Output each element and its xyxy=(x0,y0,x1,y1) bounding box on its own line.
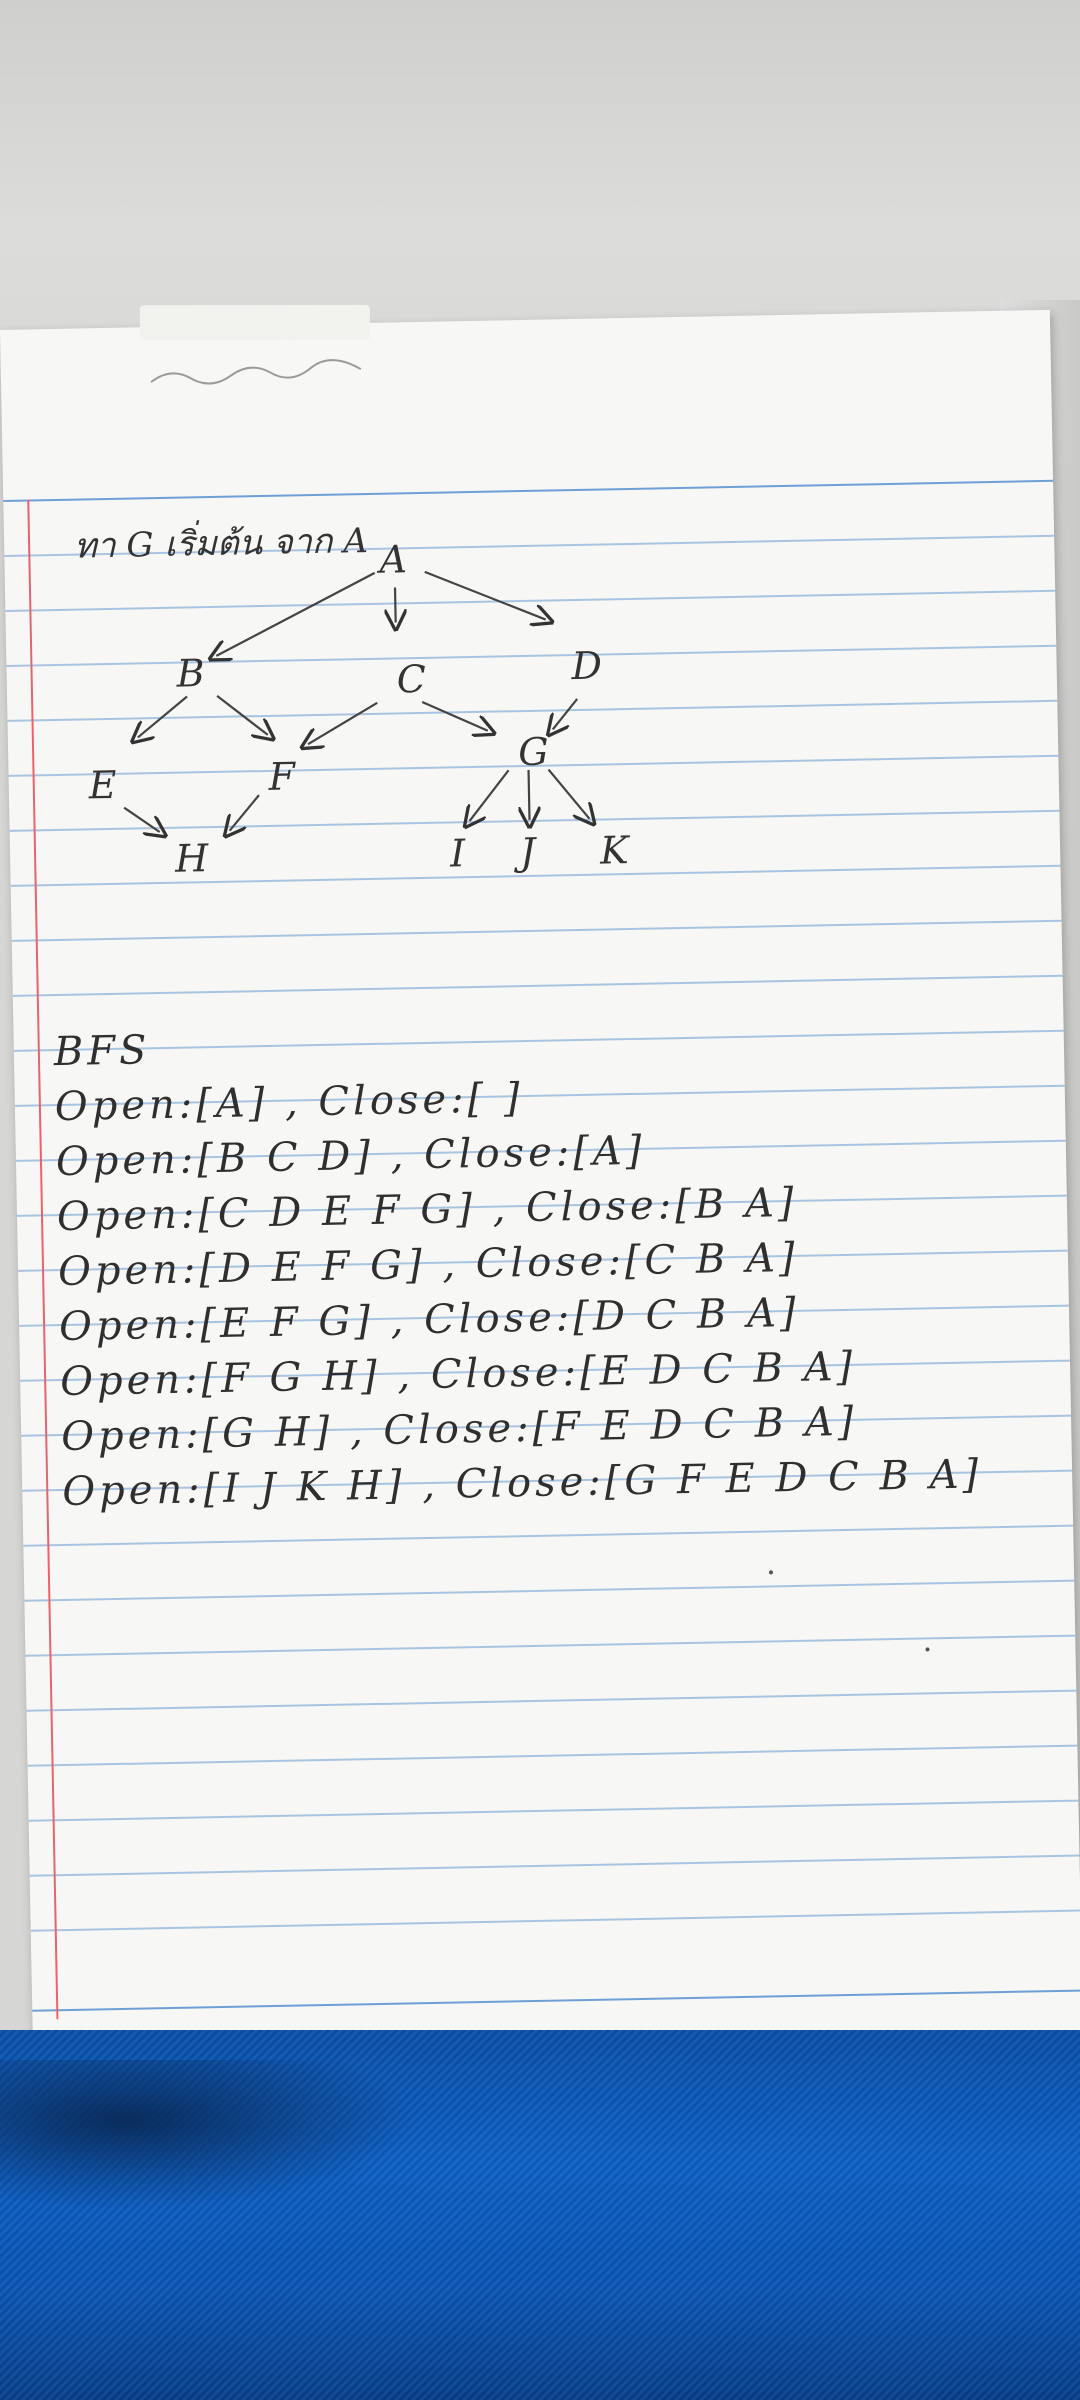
rule-line xyxy=(27,1744,1078,1767)
rule-line xyxy=(23,1524,1074,1547)
pen-dot xyxy=(768,1570,774,1575)
pen-dot xyxy=(925,1647,930,1652)
rule-line xyxy=(13,1029,1064,1052)
graph-node-d: D xyxy=(570,644,602,689)
rule-line xyxy=(29,1854,1080,1877)
bfs-trace: BFS Open:[A] , Close:[ ] Open:[B C D] , … xyxy=(53,1010,1053,1515)
graph-node-f: F xyxy=(267,754,297,799)
rule-line xyxy=(12,974,1063,997)
graph-node-c: C xyxy=(396,657,426,702)
rule-line xyxy=(32,1989,1080,2012)
graph-node-e: E xyxy=(87,763,117,808)
graph-node-g: G xyxy=(518,730,549,775)
rule-line xyxy=(30,1909,1080,1932)
rule-line xyxy=(26,1689,1077,1712)
graph-node-k: K xyxy=(599,828,632,873)
graph-node-a: A xyxy=(376,537,407,582)
bfs-title: BFS xyxy=(53,1027,151,1076)
rule-line xyxy=(3,479,1054,502)
graph-node-b: B xyxy=(175,651,205,696)
graph-node-h: H xyxy=(174,836,210,881)
faint-scribble xyxy=(150,359,362,385)
search-tree-diagram: A B C D E F G H I J K xyxy=(87,537,632,881)
graph-node-j: J xyxy=(513,830,538,874)
torn-paper-strip xyxy=(139,304,370,341)
rule-line xyxy=(28,1799,1079,1822)
notebook-page: ทา G เริ่มต้น จาก A xyxy=(0,304,1080,2075)
margin-line xyxy=(27,499,59,2020)
graph-node-i: I xyxy=(449,831,467,875)
rule-line xyxy=(24,1579,1075,1602)
rule-line xyxy=(11,919,1062,942)
rule-line xyxy=(25,1634,1076,1657)
fabric-shadow xyxy=(0,2060,420,2210)
